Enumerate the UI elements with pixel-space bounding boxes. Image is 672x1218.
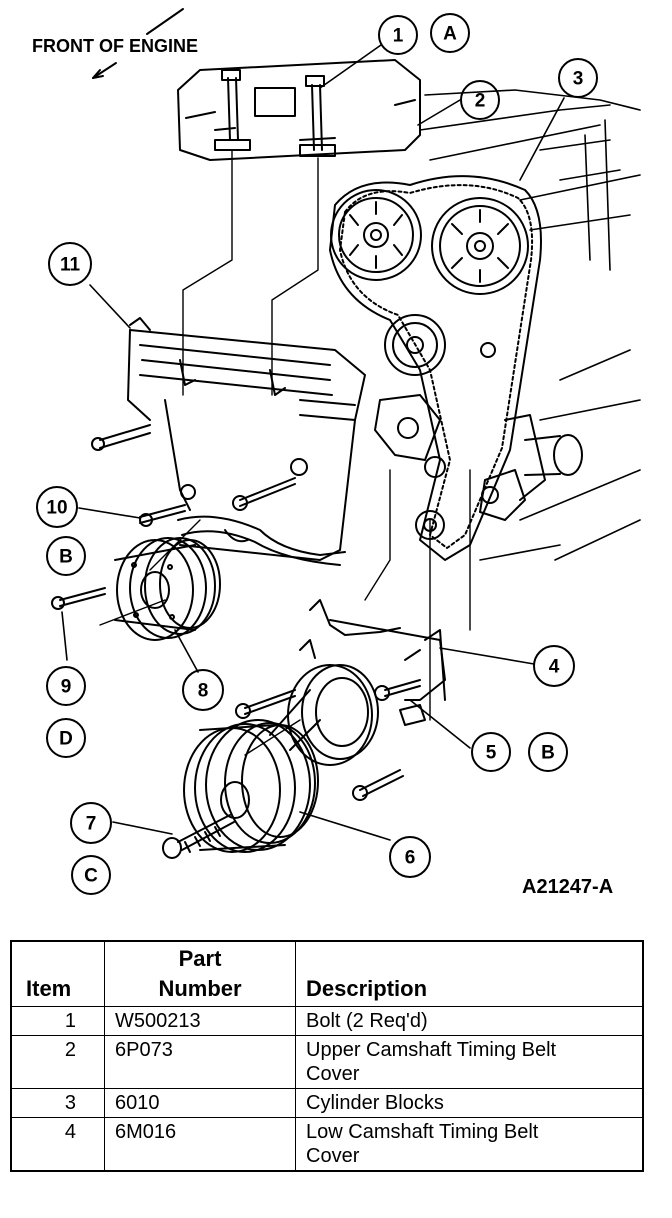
table-row: 4 6M016 Low Camshaft Timing Belt Cover	[10, 1117, 644, 1172]
water-pump-outlet	[504, 414, 583, 501]
callout-7: 7	[86, 814, 97, 835]
callout-5: 5	[486, 743, 497, 764]
table-row: 3 6010 Cylinder Blocks	[10, 1088, 644, 1118]
cell-part: 6P073	[104, 1035, 296, 1089]
callout-9: 9	[61, 677, 72, 698]
timing-belt-tensioner	[374, 342, 526, 540]
callout-11: 11	[60, 255, 81, 276]
cell-description: Bolt (2 Req'd)	[295, 1006, 644, 1036]
figure-id: A21247-A	[522, 876, 613, 898]
idler-pulley	[384, 314, 446, 376]
cell-item: 3	[10, 1088, 105, 1118]
callout-B-left: B	[59, 547, 73, 568]
cell-part: W500213	[104, 1006, 296, 1036]
crankshaft-pulley	[183, 689, 321, 853]
callout-10: 10	[46, 498, 67, 519]
table-row: 1 W500213 Bolt (2 Req'd)	[10, 1006, 644, 1036]
description-line2: Cover	[306, 1063, 360, 1085]
lower-timing-belt-cover	[299, 599, 446, 701]
rear-panel-bolts	[91, 424, 308, 527]
table-header-row: Item Part Number Description	[10, 940, 644, 1007]
callout-8: 8	[198, 681, 209, 702]
callout-circles	[36, 13, 598, 895]
callout-B-right: B	[541, 743, 555, 764]
cell-description: Upper Camshaft Timing Belt Cover	[295, 1035, 644, 1089]
header-part-line1: Part	[178, 946, 222, 971]
cell-description: Cylinder Blocks	[295, 1088, 644, 1118]
callout-C: C	[84, 866, 98, 887]
description-line1: Bolt (2 Req'd)	[306, 1010, 428, 1032]
cell-description: Low Camshaft Timing Belt Cover	[295, 1117, 644, 1172]
front-of-engine-label: FRONT OF ENGINE	[32, 36, 198, 56]
front-of-engine-arrows	[92, 8, 184, 79]
alignment-dashed-lines	[99, 149, 471, 756]
callout-A: A	[443, 24, 457, 45]
engine-block-outline	[419, 89, 641, 561]
description-line1: Upper Camshaft Timing Belt	[306, 1039, 557, 1061]
exploded-view-diagram: 1 A 2 3 11 10 B 9 D 8 4 5 B 7 C 6 FRONT …	[32, 8, 641, 898]
callout-6: 6	[405, 848, 416, 869]
cell-item: 4	[10, 1117, 105, 1172]
timing-belt	[329, 175, 542, 561]
bolt-9	[51, 587, 106, 610]
callout-2: 2	[475, 91, 486, 112]
header-part-number: Part Number	[104, 940, 296, 1007]
lower-cover-bracket-upper	[177, 515, 346, 566]
header-item: Item	[10, 940, 105, 1007]
description-line2: Cover	[306, 1145, 360, 1167]
crankshaft-sprocket-pulley	[114, 537, 221, 641]
callout-3: 3	[573, 69, 584, 90]
callout-D: D	[59, 729, 73, 750]
description-line1: Cylinder Blocks	[306, 1092, 444, 1114]
cover-bolts	[214, 69, 336, 157]
callout-leader-lines	[61, 44, 565, 841]
upper-timing-belt-cover	[177, 59, 421, 161]
cell-part: 6010	[104, 1088, 296, 1118]
callout-4: 4	[549, 657, 560, 678]
cell-item: 1	[10, 1006, 105, 1036]
table-row: 2 6P073 Upper Camshaft Timing Belt Cover	[10, 1035, 644, 1089]
parts-table: Item Part Number Description 1 W500213 B…	[10, 940, 644, 1172]
header-part-line2: Number	[158, 976, 242, 1001]
header-description: Description	[295, 940, 644, 1007]
camshaft-sprocket-right	[431, 197, 529, 295]
lower-cover-bolts	[235, 679, 426, 801]
timing-cover-rear-panel	[127, 317, 366, 561]
cell-part: 6M016	[104, 1117, 296, 1172]
description-line1: Low Camshaft Timing Belt	[306, 1121, 539, 1143]
crankshaft-pulley-bolt	[162, 814, 235, 859]
callout-1: 1	[393, 26, 404, 47]
cell-item: 2	[10, 1035, 105, 1089]
